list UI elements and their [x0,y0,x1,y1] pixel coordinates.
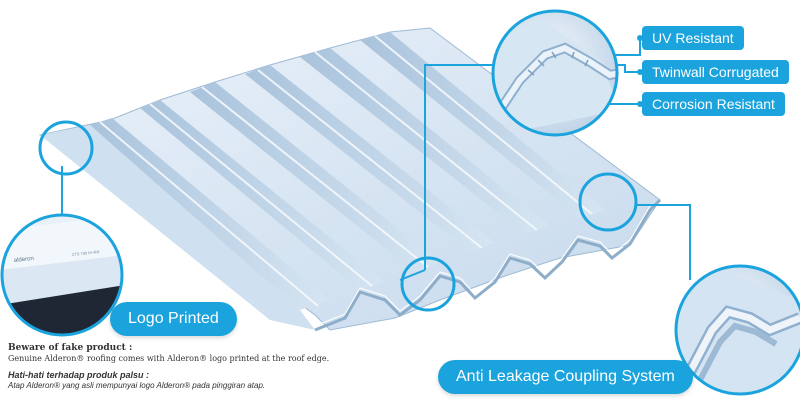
twinwall-corrugated-label: Twinwall Corrugated [642,60,789,84]
uv-resistant-label: UV Resistant [642,26,744,50]
logo-printed-label: Logo Printed [110,302,237,336]
sheet-code-print: ZTS 788 M-4f4f [72,249,101,257]
sheet-brand-print: alderon [14,256,35,264]
notice-english-heading: Beware of fake product : [8,343,133,353]
valley-magnifier-ring [400,256,456,312]
corrosion-resistant-label: Corrosion Resistant [642,92,785,116]
logo-detail-circle: alderon ZTS 788 M-4f4f [0,213,124,337]
fake-product-notice: Beware of fake product : Genuine Alderon… [8,343,338,390]
notice-english-text: Genuine Alderon® roofing comes with Alde… [8,354,330,363]
twinwall-detail-circle [491,9,619,137]
callout-connectors [61,38,691,281]
anti-leakage-label: Anti Leakage Coupling System [438,360,693,394]
coupling-detail-circle [674,264,800,396]
notice-malay-heading: Hati-hati terhadap produk palsu : [8,370,150,380]
notice-malay-text: Atap Alderon® yang asli mempunyai logo A… [8,381,266,390]
edge-magnifier-ring [38,120,94,176]
coupling-magnifier-ring [578,172,638,232]
